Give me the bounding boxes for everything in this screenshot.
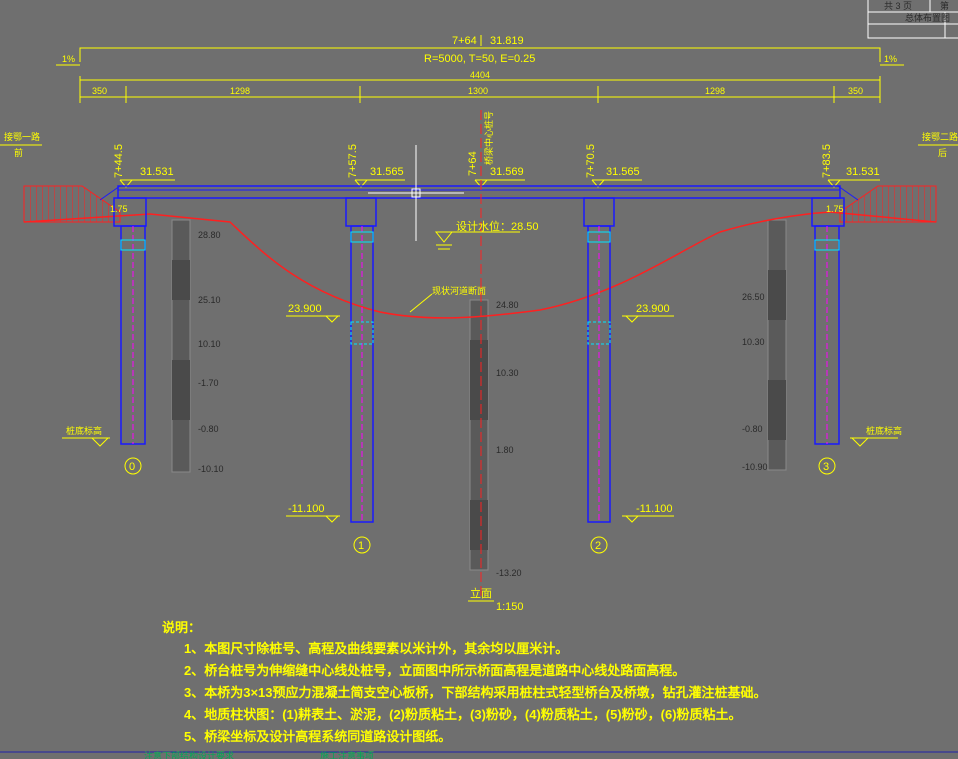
road-right-top: 接鄂二路 bbox=[922, 131, 958, 142]
dim-span-4: 1298 bbox=[705, 86, 725, 96]
road-left-top: 接鄂一路 bbox=[4, 131, 40, 142]
boreholes: 28.80 25.10 10.10 -1.70 -0.80 -10.10 24.… bbox=[171, 219, 787, 578]
pier-numbers: 0 1 2 3 bbox=[124, 457, 836, 554]
view-scale: 1:150 bbox=[496, 601, 524, 613]
deck-elev-1: 31.565 bbox=[370, 166, 404, 178]
deck-elev-4: 31.531 bbox=[846, 166, 880, 178]
curve-header: 7+64 31.819 R=5000, T=50, E=0.25 1% 1% bbox=[56, 35, 904, 66]
pier-no-2: 2 bbox=[595, 540, 601, 552]
bh2-3: -13.20 bbox=[496, 568, 522, 578]
curve-elements: R=5000, T=50, E=0.25 bbox=[424, 53, 535, 65]
dimension-lines: 4404 350 1298 1300 1298 350 bbox=[79, 70, 881, 103]
footer-strip: 注意下部结构设计要求 施工注意事项 bbox=[0, 750, 958, 759]
header-station: 7+64 bbox=[452, 35, 477, 47]
station-0: 7+44.5 bbox=[113, 144, 125, 178]
pier-no-0: 0 bbox=[129, 461, 135, 473]
riverbed-label: 现状河道断面 bbox=[432, 285, 486, 296]
road-right-bottom: 后 bbox=[938, 148, 947, 158]
dim-span-2: 1298 bbox=[230, 86, 250, 96]
footer-right: 施工注意事项 bbox=[320, 750, 374, 759]
pile-tip-right: 桩底标高 bbox=[866, 425, 902, 436]
cad-crosshair bbox=[368, 145, 464, 241]
pile-tip-labels: 桩底标高 桩底标高 bbox=[62, 425, 902, 447]
view-title: 立面 bbox=[470, 586, 492, 600]
note-3: 3、本桥为3×13预应力混凝土简支空心板桥，下部结构采用桩柱式轻型桥台及桥墩，钻… bbox=[184, 685, 767, 700]
pier-1 bbox=[345, 197, 377, 523]
bh2-0: 24.80 bbox=[496, 300, 519, 310]
notes-heading: 说明： bbox=[162, 620, 201, 635]
pier-no-3: 3 bbox=[823, 461, 829, 473]
note-2: 2、桥台桩号为伸缩缝中心线处桩号，立面图中所示桥面高程是道路中心线处路面高程。 bbox=[184, 663, 685, 678]
note-5: 5、桥梁坐标及设计高程系统同道路设计图纸。 bbox=[184, 729, 451, 744]
bh1-1: 25.10 bbox=[198, 295, 221, 305]
dim-total: 4404 bbox=[470, 70, 490, 80]
elev-left-top: 23.900 bbox=[288, 303, 322, 315]
road-left-bottom: 前 bbox=[14, 147, 23, 158]
bh3-1: 10.30 bbox=[742, 337, 765, 347]
deck-elev-3: 31.565 bbox=[606, 166, 640, 178]
bh1-5: -10.10 bbox=[198, 464, 224, 474]
bh1-2: 10.10 bbox=[198, 339, 221, 349]
abutment-right: 1.75 bbox=[811, 197, 845, 445]
bh3-0: 26.50 bbox=[742, 292, 765, 302]
bridge-deck bbox=[99, 185, 859, 201]
deck-elevations: 31.531 31.565 31.569 31.565 31.531 bbox=[119, 166, 880, 188]
bh1-3: -1.70 bbox=[198, 378, 219, 388]
elev-right-bottom: -11.100 bbox=[636, 503, 673, 515]
road-labels: 接鄂一路 前 接鄂二路 后 bbox=[0, 131, 958, 158]
water-level: 设计水位：28.50 bbox=[434, 219, 539, 250]
station-3: 7+83.5 bbox=[821, 144, 833, 178]
bh1-4: -0.80 bbox=[198, 424, 219, 434]
pier-stations: 7+44.5 7+57.5 7+64 7+70.5 7+83.5 桥梁中心桩号 bbox=[113, 111, 833, 178]
centerline-label: 桥梁中心桩号 bbox=[483, 111, 494, 165]
pier-2 bbox=[583, 197, 615, 523]
bh2-1: 10.30 bbox=[496, 368, 519, 378]
pile-tip-left: 桩底标高 bbox=[66, 425, 102, 436]
header-elevation: 31.819 bbox=[490, 35, 524, 47]
abutment-right-text: 1.75 bbox=[826, 204, 844, 214]
bh2-2: 1.80 bbox=[496, 445, 514, 455]
deck-elev-2: 31.569 bbox=[490, 166, 524, 178]
elev-left-bottom: -11.100 bbox=[288, 503, 325, 515]
note-4: 4、地质柱状图：(1)耕表土、淤泥，(2)粉质粘土，(3)粉砂，(4)粉质粘土，… bbox=[184, 707, 742, 722]
elev-right-top: 23.900 bbox=[636, 303, 670, 315]
dim-span-5: 350 bbox=[848, 86, 863, 96]
bh3-3: -10.90 bbox=[742, 462, 768, 472]
water-level-label: 设计水位：28.50 bbox=[456, 219, 539, 233]
slope-left: 1% bbox=[62, 54, 75, 64]
station-1: 7+57.5 bbox=[347, 144, 359, 178]
dim-span-1: 350 bbox=[92, 86, 107, 96]
sheet-name: 总体布置图 bbox=[905, 12, 950, 23]
dim-span-3: 1300 bbox=[468, 86, 488, 96]
bh1-0: 28.80 bbox=[198, 230, 221, 240]
sheet-label: 第 bbox=[940, 0, 949, 11]
bh3-2: -0.80 bbox=[742, 424, 763, 434]
embankments bbox=[23, 185, 937, 223]
pier-no-1: 1 bbox=[358, 540, 364, 552]
abutment-left-text: 1.75 bbox=[110, 204, 128, 214]
footer-left: 注意下部结构设计要求 bbox=[144, 750, 234, 759]
foundation-elevations: 23.900 23.900 -11.100 -11.100 bbox=[286, 303, 674, 523]
note-1: 1、本图尺寸除桩号、高程及曲线要素以米计外，其余均以厘米计。 bbox=[184, 641, 568, 656]
notes: 说明： 1、本图尺寸除桩号、高程及曲线要素以米计外，其余均以厘米计。 2、桥台桩… bbox=[162, 620, 767, 744]
slope-right: 1% bbox=[884, 54, 897, 64]
riverbed-profile bbox=[23, 211, 937, 319]
sheet-count: 共 3 页 bbox=[884, 1, 912, 11]
deck-elev-0: 31.531 bbox=[140, 166, 174, 178]
station-2: 7+70.5 bbox=[585, 144, 597, 178]
station-center: 7+64 bbox=[467, 151, 479, 176]
title-block: 共 3 页 第 总体布置图 bbox=[867, 0, 958, 39]
abutment-left: 1.75 bbox=[110, 197, 147, 445]
